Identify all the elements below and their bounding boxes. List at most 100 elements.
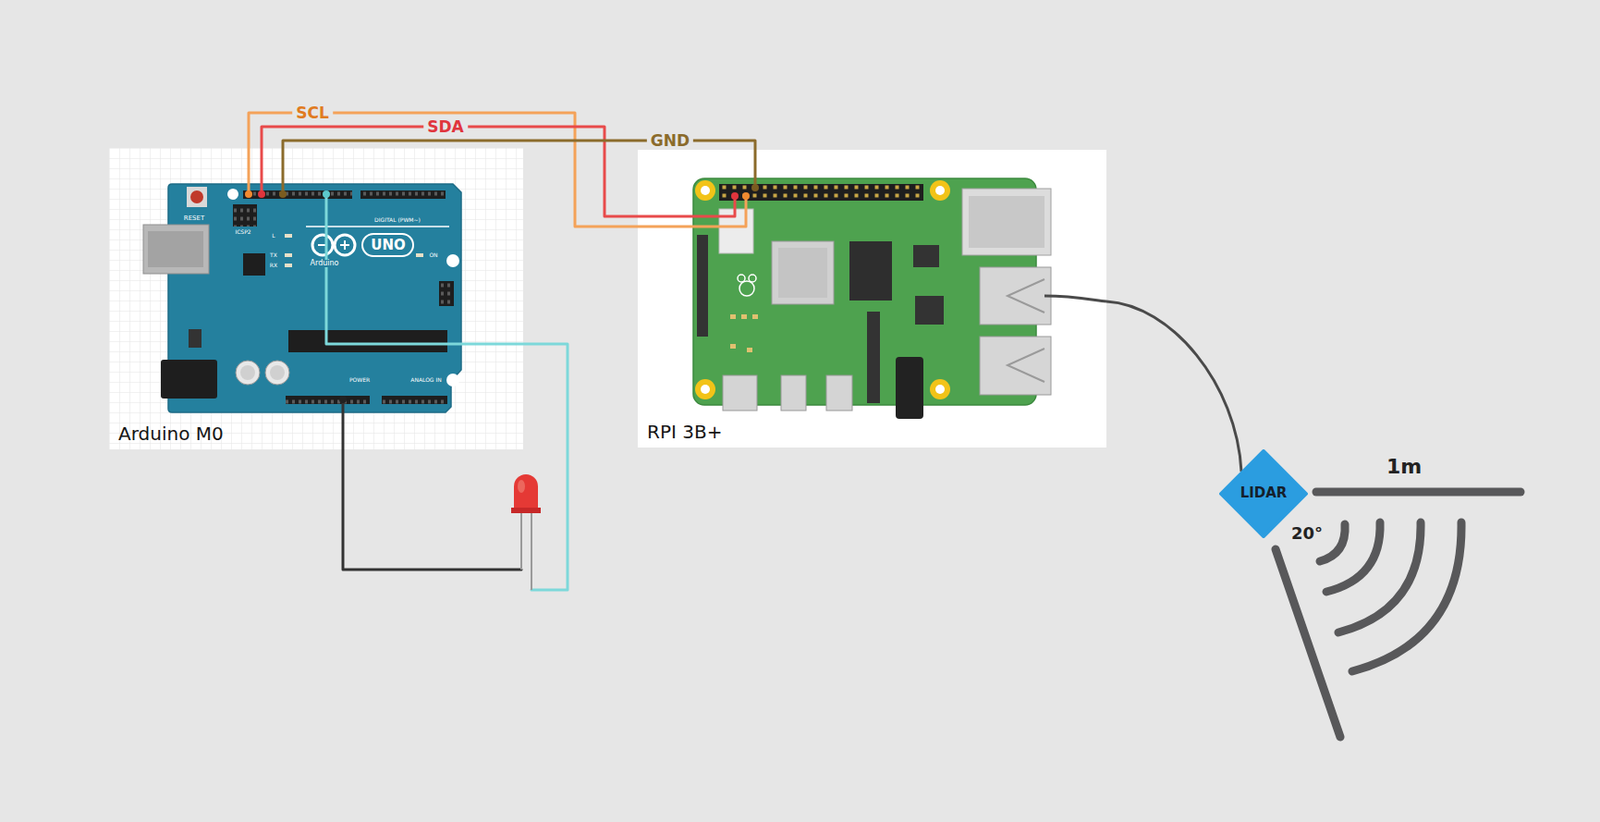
pin-dot [244, 190, 253, 198]
audio-jack [895, 356, 924, 419]
led-symbol [511, 507, 541, 513]
wire-stub [637, 195, 746, 227]
mounting-hole [446, 254, 460, 268]
board-panel: Arduino M0 [109, 147, 524, 450]
gpio-header [719, 183, 924, 201]
icsp-header [232, 204, 257, 227]
pin-dot [257, 190, 266, 198]
status-led [284, 253, 293, 257]
soc-chip [778, 247, 828, 298]
icsp-header [439, 280, 454, 306]
pin-header [285, 395, 370, 404]
status-led [284, 263, 293, 268]
soc-chip [771, 241, 834, 305]
pin-dot [731, 183, 759, 200]
wire-stub [1044, 295, 1107, 302]
wire-label: SCL [292, 105, 333, 122]
camera-connector [867, 311, 880, 404]
ethernet-port [962, 188, 1051, 256]
status-led [415, 253, 424, 257]
smd-part [730, 314, 736, 319]
beam-arc [1319, 524, 1345, 562]
mounting-hole [700, 185, 710, 196]
wire-stub [754, 149, 758, 188]
sensor-name: LIDAR [1240, 485, 1288, 501]
icsp-header [232, 204, 257, 227]
wire-stub [637, 149, 1107, 302]
wire-label: GND [647, 133, 694, 149]
arduino-logo [343, 240, 346, 250]
wire-stub [637, 195, 735, 217]
usb-port [1007, 279, 1045, 313]
wire-stub [260, 147, 264, 195]
pin-header [360, 190, 446, 199]
ground-wire [342, 449, 522, 570]
led-symbol [511, 474, 541, 590]
beam-arc [1352, 522, 1462, 672]
microcontroller-chip [288, 329, 448, 353]
capacitor [240, 365, 256, 380]
board-panel: RPI 3B+ [637, 149, 1107, 448]
raspberry-logo [737, 274, 757, 296]
hdmi-port [722, 375, 758, 411]
wire-label: SDA [423, 119, 468, 135]
usb-port [147, 231, 204, 268]
display-connector [696, 234, 709, 337]
smd-part [741, 314, 747, 319]
mounting-hole [929, 378, 951, 400]
range-line [1316, 488, 1521, 497]
pin-dot [244, 190, 347, 404]
arduino-logo [312, 234, 333, 256]
pin-dot [279, 190, 287, 198]
arduino-board [109, 147, 524, 450]
usb-port [143, 224, 209, 274]
wire-stub [248, 147, 524, 450]
wire-stub [247, 147, 251, 195]
gpio-header [719, 183, 924, 201]
usb-port [979, 267, 1051, 325]
smd-part [746, 347, 753, 353]
smd-part [752, 314, 758, 319]
led-symbol [513, 474, 538, 512]
ethernet-port [968, 195, 1045, 248]
pin-header [381, 395, 448, 404]
mounting-hole [700, 384, 710, 394]
mounting-hole [446, 373, 460, 387]
board-name: RPI 3B+ [647, 421, 722, 443]
arduino-pcb [143, 183, 462, 413]
mounting-hole [695, 378, 716, 400]
pin-dot [751, 183, 759, 192]
pin-dot [742, 192, 750, 200]
capacitor [265, 360, 290, 385]
raspberry-logo [748, 274, 757, 282]
pin-header [381, 395, 448, 404]
angle-label: 20° [1291, 525, 1323, 542]
mounting-hole [227, 188, 239, 200]
usb-port [1007, 348, 1045, 382]
small-chip [913, 244, 940, 268]
capacitor [269, 365, 285, 380]
pin-header [243, 190, 353, 199]
reset-button [190, 190, 204, 204]
diamond-outline [1221, 451, 1307, 537]
usb-port [781, 375, 807, 411]
pin-dot [731, 192, 739, 200]
wire-stub [326, 194, 524, 344]
arduino-logo [334, 234, 355, 256]
led-symbol [530, 510, 533, 590]
pin-dot [322, 190, 330, 198]
wire [1106, 301, 1242, 472]
voltage-regulator [188, 329, 202, 348]
dimension-label: 1m [1386, 456, 1422, 477]
field-edge-line [1275, 549, 1341, 737]
status-led [284, 233, 293, 238]
usb-port [979, 336, 1051, 395]
beam-arc [1326, 522, 1381, 592]
mounting-hole [935, 384, 945, 394]
wire-stub [281, 147, 285, 195]
usb-port [826, 375, 853, 411]
smd-part [730, 314, 758, 353]
pin-header [360, 190, 446, 199]
smd-part [730, 343, 736, 349]
